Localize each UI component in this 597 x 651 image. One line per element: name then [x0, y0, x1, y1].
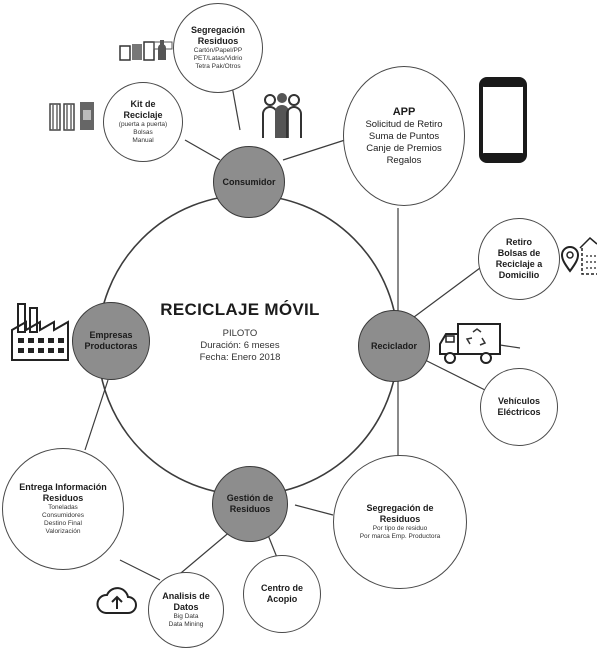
entrega-title: Residuos [42, 493, 84, 503]
centro-title: Acopio [266, 594, 298, 604]
segregacion-top-item: PET/Latas/Vidrio [193, 55, 243, 62]
kit-item: (puerta a puerta) [118, 121, 168, 128]
center-line-duracion: Duración: 6 meses [200, 340, 280, 351]
node-vehiculos-electricos: Vehículos Eléctricos [480, 368, 558, 446]
vehiculos-title: Eléctricos [497, 407, 541, 417]
hub-empresas-label-1: Empresas [89, 330, 133, 340]
hub-reciclador-label: Reciclador [370, 340, 418, 351]
segregacion-top-item: Cartón/Papel/PP [193, 47, 243, 54]
retiro-title: Reciclaje a [495, 259, 543, 269]
hub-gestion-label-2: Residuos [229, 504, 271, 514]
entrega-item: Toneladas [48, 504, 78, 511]
segregacion-bottom-title: Segregación de [366, 503, 434, 513]
center-title: RECICLAJE MÓVIL [160, 300, 320, 319]
segregacion-top-title-2: Residuos [197, 36, 239, 46]
truck-icon [439, 323, 501, 364]
connector-entrega-analisis [119, 559, 161, 581]
connector-reciclador-retiro [409, 267, 481, 321]
analisis-item: Data Mining [168, 621, 204, 628]
connector-truck-plug [499, 344, 521, 349]
centro-title: Centro de [260, 583, 303, 593]
entrega-item: Consumidores [42, 512, 84, 519]
node-segregacion-residuos-bottom: Segregación de Residuos Por tipo de resi… [333, 455, 467, 589]
analisis-title: Analisis de [162, 591, 210, 601]
node-segregacion-residuos-top: Segregación Residuos Cartón/Papel/PP PET… [173, 3, 263, 93]
cleaning-products-icon [153, 41, 173, 50]
bags-icon [49, 102, 94, 131]
retiro-title: Bolsas de [497, 248, 541, 258]
app-item: Canje de Premios [366, 142, 442, 154]
hub-gestion: Gestión de Residuos [212, 466, 288, 542]
app-item: Suma de Puntos [368, 130, 440, 142]
hub-consumidor: Consumidor [213, 146, 285, 218]
vehiculos-title: Vehículos [497, 396, 541, 406]
connector-empresas-entrega [84, 379, 109, 451]
entrega-title: Entrega Información [19, 482, 107, 492]
kit-title-1: Kit de [130, 99, 156, 109]
people-icon [262, 93, 302, 138]
factory-icon [11, 303, 69, 361]
hub-empresas-label-2: Productoras [84, 341, 138, 351]
node-entrega-informacion: Entrega Información Residuos Toneladas C… [2, 448, 124, 570]
segregacion-bottom-item: Por tipo de residuo [372, 525, 428, 532]
hub-consumidor-label: Consumidor [222, 176, 276, 187]
hub-reciclador: Reciclador [358, 310, 430, 382]
house-icon [579, 236, 597, 275]
segregacion-bottom-item: Por marca Emp. Productora [359, 533, 441, 540]
node-analisis-datos: Analisis de Datos Big Data Data Mining [148, 572, 224, 648]
center-block: RECICLAJE MÓVIL PILOTO Duración: 6 meses… [140, 300, 340, 364]
connector-gestion-analisis [174, 529, 233, 579]
kit-item: Manual [132, 137, 154, 144]
retiro-title: Domicilio [498, 270, 540, 280]
node-centro-acopio: Centro de Acopio [243, 555, 321, 633]
hub-gestion-label-1: Gestión de [226, 493, 274, 503]
app-item: Regalos [386, 154, 422, 166]
phone-icon [479, 77, 527, 163]
segregacion-top-item: Tetra Pak/Otros [195, 63, 241, 70]
connector-consumidor-kit [184, 139, 221, 161]
center-line-piloto: PILOTO [222, 328, 258, 339]
hub-empresas: Empresas Productoras [72, 302, 150, 380]
node-app: APP Solicitud de Retiro Suma de Puntos C… [343, 66, 465, 206]
segregacion-bottom-title: Residuos [379, 514, 421, 524]
kit-title-2: Reciclaje [123, 110, 163, 120]
node-retiro-bolsas: Retiro Bolsas de Reciclaje a Domicilio [478, 218, 560, 300]
connector-consumidor-app [282, 139, 346, 161]
app-item: Solicitud de Retiro [365, 118, 443, 130]
node-kit-reciclaje: Kit de Reciclaje (puerta a puerta) Bolsa… [103, 82, 183, 162]
center-line-fecha: Fecha: Enero 2018 [199, 352, 281, 363]
retiro-title: Retiro [505, 237, 532, 247]
analisis-item: Big Data [173, 613, 199, 620]
app-title: APP [392, 105, 416, 118]
analisis-title: Datos [173, 602, 199, 612]
segregacion-top-title-1: Segregación [190, 25, 246, 35]
location-pin-icon [560, 246, 580, 273]
cloud-upload-icon [96, 587, 137, 614]
recycling-bins-icon [119, 40, 166, 61]
connector-gestion-segregacion [294, 504, 334, 516]
connector-reciclador-vehiculos [424, 359, 486, 391]
kit-item: Bolsas [133, 129, 153, 136]
entrega-item: Valorización [45, 528, 81, 535]
entrega-item: Destino Final [44, 520, 82, 527]
